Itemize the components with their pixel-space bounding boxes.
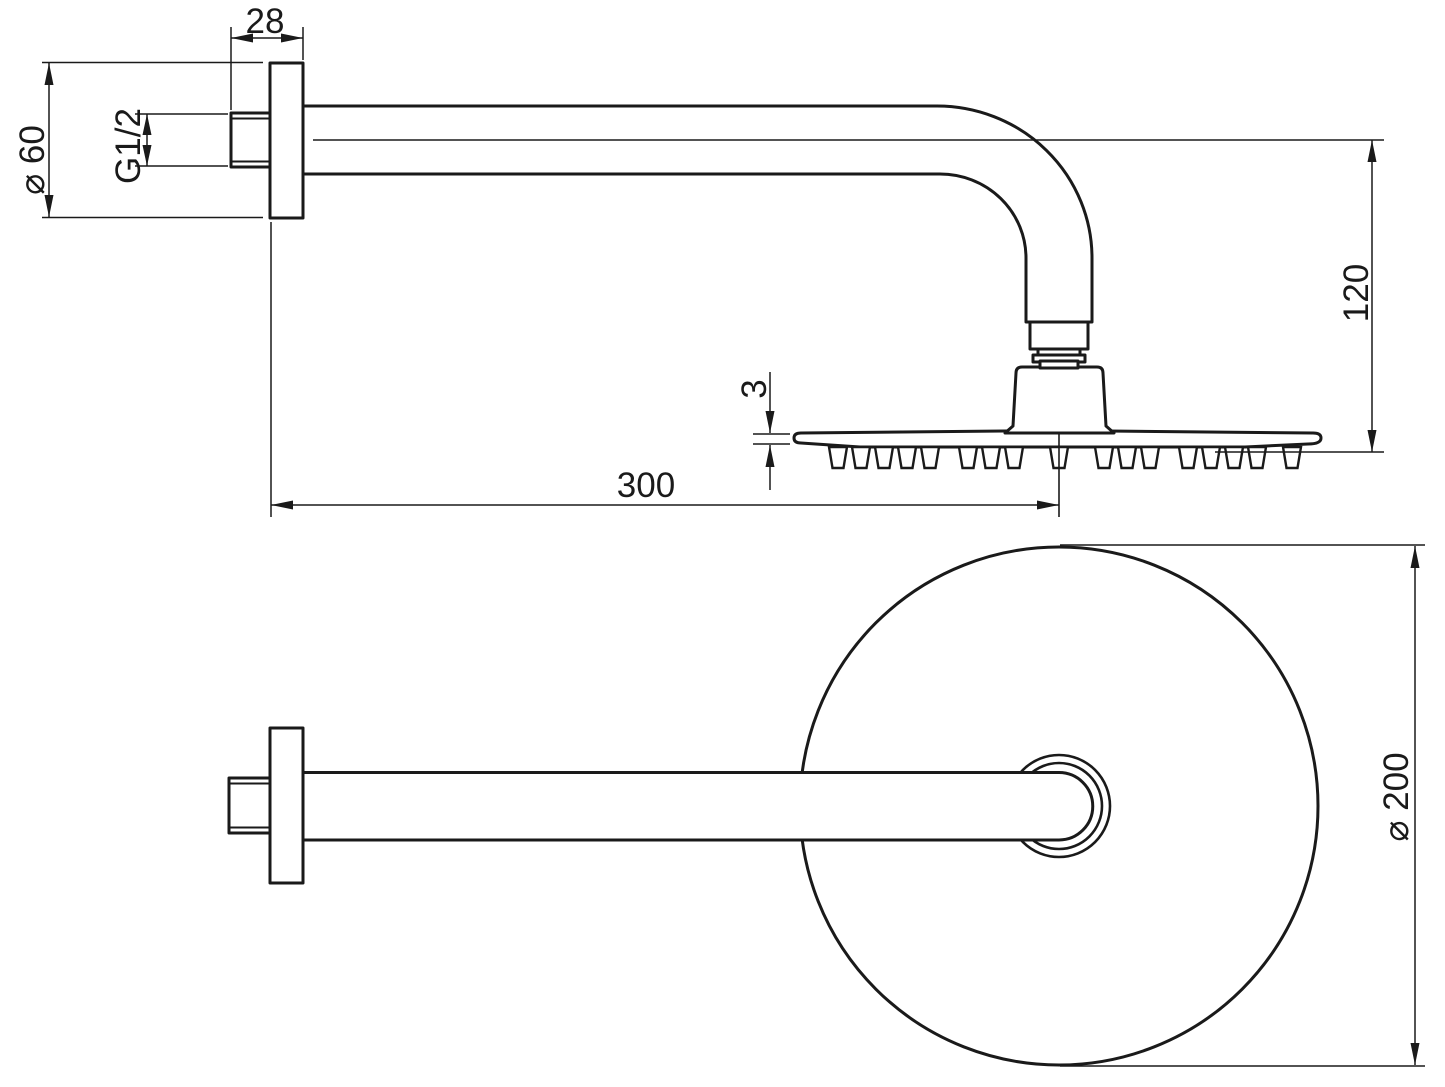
nozzle <box>1246 445 1268 470</box>
arrow-down <box>765 411 775 433</box>
nozzle <box>980 445 1002 470</box>
arrow-down <box>1410 1043 1420 1065</box>
nozzle <box>873 445 895 470</box>
nozzle-row <box>827 445 1303 470</box>
dimension-arm-projection: 300 <box>270 222 1059 517</box>
shower-arm-side <box>301 104 1094 324</box>
nozzle <box>1003 445 1025 470</box>
arrow-down <box>44 195 54 217</box>
dimension-head-thickness: 3 <box>735 372 790 490</box>
nozzle <box>919 445 941 470</box>
dimension-label-head-thickness: 3 <box>735 379 774 398</box>
nozzle <box>1177 445 1199 470</box>
nozzle <box>1200 445 1222 470</box>
arrow-right <box>1037 500 1059 510</box>
arrow-right <box>281 33 303 43</box>
shower-arm-plan <box>301 771 1095 842</box>
dimension-drop-height: 120 <box>1215 140 1384 453</box>
dimension-label-arm-projection: 300 <box>617 466 675 505</box>
dimension-label-thread-size: G1/2 <box>109 108 148 184</box>
arrow-up <box>44 63 54 85</box>
arrow-up <box>765 445 775 467</box>
connector-nut <box>1028 320 1090 351</box>
wall-flange-plan <box>268 726 305 885</box>
dimension-label-drop-height: 120 <box>1337 264 1376 322</box>
dimension-label-flange-diameter: ⌀ 60 <box>13 125 52 195</box>
arrow-left <box>231 33 253 43</box>
dimension-label-head-diameter: ⌀ 200 <box>1377 752 1416 841</box>
dimension-thread-size: G1/2 <box>109 108 228 184</box>
nozzle <box>957 445 979 470</box>
dimension-label-flange-depth: 28 <box>246 2 285 41</box>
arrow-down <box>142 145 152 166</box>
arrow-down <box>1367 430 1377 452</box>
dimension-flange-depth: 28 <box>230 2 304 110</box>
arrow-up <box>1367 140 1377 162</box>
arrow-left <box>271 500 293 510</box>
nozzle <box>896 445 918 470</box>
nozzle <box>827 445 849 470</box>
arrow-up <box>142 114 152 135</box>
dimension-head-diameter: ⌀ 200 <box>1060 544 1425 1067</box>
nozzle <box>850 445 872 470</box>
thread-nipple-plan <box>227 776 272 835</box>
nozzle <box>1093 445 1115 470</box>
nozzle <box>1139 445 1161 470</box>
connector-ridge <box>1038 359 1080 370</box>
thread-nipple-side <box>229 111 272 169</box>
head-connector-bell <box>1003 365 1116 435</box>
nozzle <box>1223 445 1245 470</box>
nozzle <box>1116 445 1138 470</box>
dimension-flange-diameter: ⌀ 60 <box>13 61 263 219</box>
side-elevation-view <box>229 61 1384 517</box>
arrow-up <box>1410 546 1420 568</box>
plan-view <box>227 545 1320 1067</box>
nozzle <box>1281 445 1303 470</box>
shower-head-disc-side <box>792 429 1323 449</box>
wall-flange-side <box>268 61 305 220</box>
